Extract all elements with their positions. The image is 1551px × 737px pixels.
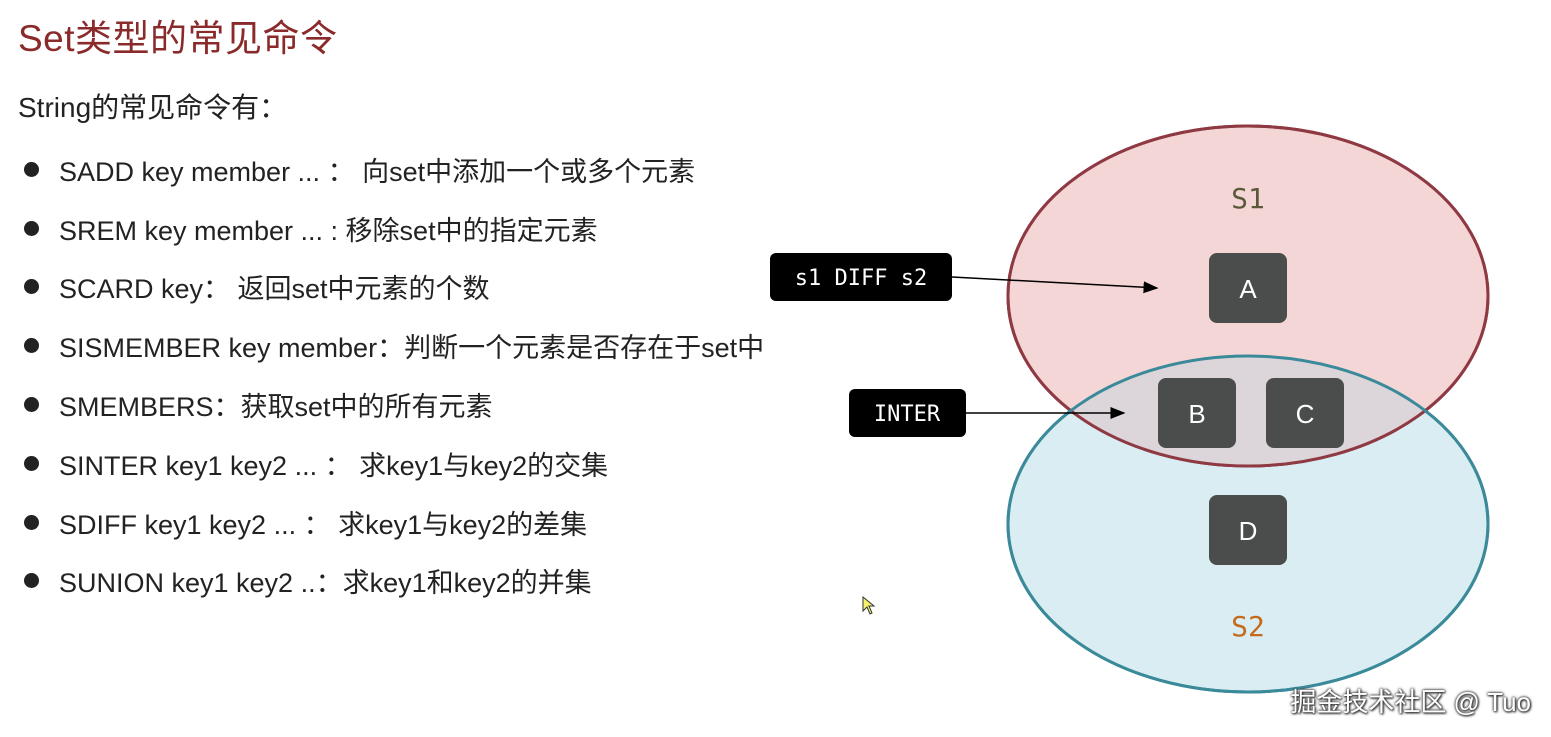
element-label: B [1188, 399, 1205, 429]
command-text: SCARD key： 返回set中元素的个数 [59, 274, 490, 305]
set1-outline [1006, 124, 1490, 468]
command-text: SDIFF key1 key2 ... ： 求key1与key2的差集 [59, 509, 588, 540]
command-text: SISMEMBER key member：判断一个元素是否存在于set中 [59, 333, 765, 364]
element-label: C [1296, 399, 1315, 429]
bullet-icon [24, 514, 39, 530]
intro-text: String的常见命令有： [18, 92, 288, 123]
element-node-b: B [1158, 378, 1236, 448]
bullet-icon [24, 220, 39, 236]
diff-tag: s1 DIFF s2 [770, 253, 952, 301]
inter-tag: INTER [849, 389, 966, 437]
diff-tag-label: s1 DIFF s2 [795, 266, 927, 291]
mouse-cursor-icon [862, 596, 876, 615]
list-item: SREM key member ... : 移除set中的指定元素 [18, 199, 764, 258]
bullet-icon [24, 161, 39, 177]
element-node-d: D [1209, 495, 1287, 565]
command-text: SUNION key1 key2 ..：求key1和key2的并集 [59, 568, 592, 599]
list-item: SCARD key： 返回set中元素的个数 [18, 258, 764, 317]
bullet-icon [24, 279, 39, 295]
list-item: SISMEMBER key member：判断一个元素是否存在于set中 [18, 316, 764, 375]
intersection-region [1008, 356, 1488, 466]
command-text: SMEMBERS：获取set中的所有元素 [59, 392, 493, 423]
watermark: 掘金技术社区 @ Tuo [1290, 687, 1531, 717]
set1-label: S1 [1231, 182, 1265, 215]
list-item: SADD key member ... ： 向set中添加一个或多个元素 [18, 140, 764, 199]
list-item: SUNION key1 key2 ..：求key1和key2的并集 [18, 552, 764, 611]
command-text: SADD key member ... ： 向set中添加一个或多个元素 [59, 156, 696, 187]
bullet-icon [24, 455, 39, 471]
set2-label: S2 [1231, 610, 1265, 643]
element-label: A [1239, 274, 1257, 304]
bullet-icon [24, 338, 39, 354]
list-item: SMEMBERS：获取set中的所有元素 [18, 375, 764, 434]
command-list: SADD key member ... ： 向set中添加一个或多个元素 SRE… [18, 140, 764, 610]
diff-arrow [951, 276, 1159, 294]
page-title: Set类型的常见命令 [18, 18, 338, 59]
list-item: SDIFF key1 key2 ... ： 求key1与key2的差集 [18, 493, 764, 552]
element-label: D [1239, 516, 1258, 546]
set2-outline [1006, 354, 1490, 694]
command-text: SREM key member ... : 移除set中的指定元素 [59, 215, 598, 246]
list-item: SINTER key1 key2 ... ： 求key1与key2的交集 [18, 434, 764, 493]
bullet-icon [24, 397, 39, 413]
bullet-icon [24, 573, 39, 589]
inter-tag-label: INTER [874, 402, 941, 427]
element-node-a: A [1209, 253, 1287, 323]
command-text: SINTER key1 key2 ... ： 求key1与key2的交集 [59, 450, 609, 481]
element-node-c: C [1266, 378, 1344, 448]
